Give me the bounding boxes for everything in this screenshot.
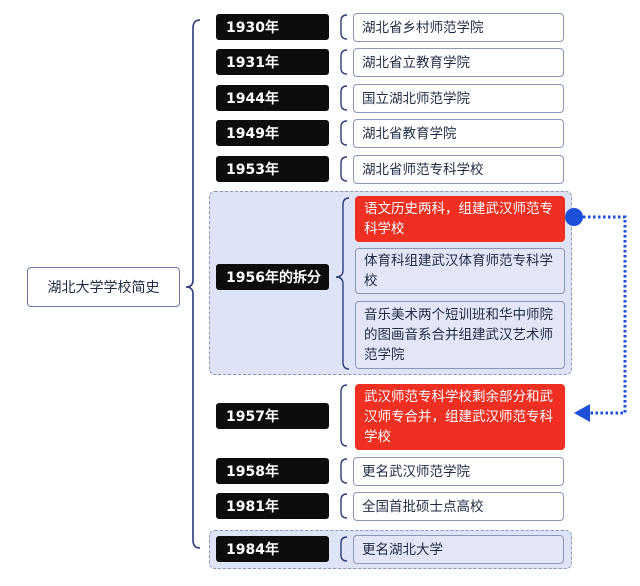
year-label: 1953年 [216, 156, 329, 182]
bracket-1958 [340, 458, 348, 484]
main-bracket [185, 19, 201, 549]
bracket-1956 [335, 197, 350, 370]
event-item: 体育科组建武汉体育师范专科学校 [355, 248, 565, 294]
year-label: 1956年的拆分 [216, 264, 329, 290]
year-label: 1957年 [216, 403, 329, 429]
event-item: 湖北省教育学院 [353, 119, 564, 148]
year-label: 1930年 [216, 14, 329, 40]
event-item: 更名武汉师范学院 [353, 457, 564, 486]
bracket-1981 [340, 493, 348, 519]
event-item-highlighted: 语文历史两科，组建武汉师范专科学校 [355, 196, 565, 242]
bracket-1984 [340, 536, 348, 562]
year-label: 1958年 [216, 458, 329, 484]
bracket-1931 [340, 49, 348, 75]
event-item: 湖北省立教育学院 [353, 48, 564, 77]
bracket-1949 [340, 120, 348, 146]
relation-arrowhead [574, 404, 590, 422]
bracket-1957 [340, 384, 348, 447]
year-label: 1981年 [216, 493, 329, 519]
bracket-1953 [340, 156, 348, 182]
year-label: 1944年 [216, 85, 329, 111]
event-item: 湖北省师范专科学校 [353, 155, 564, 184]
event-item: 更名湖北大学 [353, 535, 564, 564]
relation-line [583, 215, 627, 415]
event-item-highlighted: 武汉师范专科学校剩余部分和武汉师专合并，组建武汉师范专科学校 [355, 384, 565, 450]
bracket-1930 [340, 14, 348, 40]
year-label: 1931年 [216, 49, 329, 75]
event-item: 国立湖北师范学院 [353, 84, 564, 113]
event-item: 湖北省乡村师范学院 [353, 13, 564, 42]
event-item: 全国首批硕士点高校 [353, 492, 564, 521]
year-label: 1949年 [216, 120, 329, 146]
year-label: 1984年 [216, 536, 329, 562]
relation-start-dot [565, 208, 583, 226]
root-topic: 湖北大学学校简史 [27, 267, 180, 307]
event-item: 音乐美术两个短训班和华中师院的图画音系合并组建武汉艺术师范学院 [355, 301, 565, 369]
bracket-1944 [340, 85, 348, 111]
